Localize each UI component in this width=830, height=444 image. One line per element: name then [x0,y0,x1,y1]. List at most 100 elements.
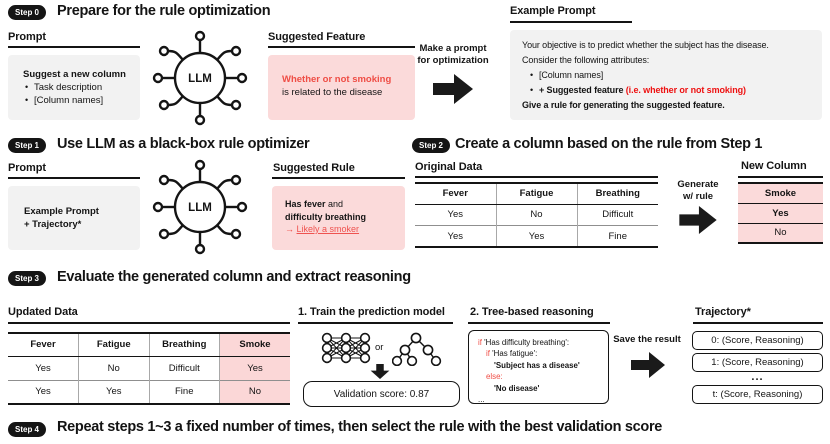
validation-score-box: Validation score: 0.87 [303,381,460,407]
trajectory-item-t: t: (Score, Reasoning) [692,385,823,404]
trajectory-item-label: 0: (Score, Reasoning) [711,335,804,346]
save-result-caption: Save the result [613,334,681,345]
table-row: Yes [738,202,823,223]
suggested-rule-bold2: difficulty breathing [285,211,366,222]
step2-title: Create a column based on the rule from S… [455,136,763,152]
updated-data-underline [8,322,290,324]
new-column-cell: No [738,222,823,243]
suggested-rule-box: Has fever and difficulty breathing → Lik… [272,186,405,250]
updated-cell: Yes [35,362,51,374]
suggested-rule-bold1: Has fever [285,199,326,209]
step0-title: Prepare for the rule optimization [57,3,271,19]
example-prompt-heading: Example Prompt [510,5,596,17]
code-line-3: 'Subject has a disease' [494,360,580,370]
suggested-rule-line3: → Likely a smoker [285,223,401,236]
new-column-heading: New Column [741,160,807,172]
right-arrow-icon [631,352,665,378]
suggested-feature-black-line: is related to the disease [282,87,383,98]
original-header-fever: Fever [415,183,496,205]
example-prompt-line1: Your objective is to predict whether the… [522,40,769,50]
table-row: Fever Fatigue Breathing [415,183,658,205]
suggested-feature-red-line: Whether or not smoking [282,74,392,85]
updated-header-fatigue: Fatigue [78,333,149,357]
updated-cell: Yes [8,379,79,404]
suggested-feature-heading: Suggested Feature [268,31,366,43]
train-model-heading: 1. Train the prediction model [298,306,445,318]
code-text: 'Has fatigue': [489,349,538,359]
step1-badge: Step 1 [8,138,47,153]
llm-hub-icon: LLM [152,159,248,255]
step1-prompt-box: Example Prompt + Trajectory* [8,186,140,250]
code-line-6: ... [478,395,485,405]
example-prompt-bullet2-red: (i.e. whether or not smoking) [623,85,746,95]
step1-prompt-line1: Example Prompt [24,206,99,217]
updated-cell: Yes [78,379,149,404]
code-text: 'Has difficulty breathing': [481,338,570,347]
original-cell: Yes [447,209,464,221]
step1-prompt-underline [8,177,140,179]
updated-cell: No [78,356,149,380]
original-cell: Yes [415,225,496,247]
trajectory-underline [693,322,823,324]
step3-title: Evaluate the generated column and extrac… [57,269,411,285]
reasoning-code-box: if 'Has difficulty breathing': if 'Has f… [468,330,609,404]
suggested-rule-underline [272,177,405,179]
tree-reasoning-heading: 2. Tree-based reasoning [470,306,594,318]
step1-prompt-line2: + Trajectory* [24,219,82,230]
make-prompt-caption: Make a prompt for optimization [398,43,508,67]
step4-badge: Step 4 [8,422,47,437]
new-column-underline [738,176,823,178]
step0-prompt-box-title: Suggest a new column [23,69,126,80]
code-line-4: else: [486,372,503,382]
step3-badge: Step 3 [8,271,47,286]
new-column-header: Smoke [738,183,823,203]
suggested-rule-line1: Has fever and [285,198,401,211]
step0-prompt-underline [8,46,140,48]
original-cell: Difficult [576,204,658,226]
validation-score-label: Validation score: 0.87 [333,388,430,400]
right-arrow-icon [433,74,473,104]
updated-cell: Fine [148,379,220,404]
step0-prompt-bullet-list: Task description [Column names] [23,81,134,107]
make-prompt-caption-line1: Make a prompt [419,43,487,54]
suggested-feature-underline [268,46,415,48]
example-prompt-underline [510,21,632,23]
updated-data-table: Fever Fatigue Breathing Smoke Yes No Dif… [8,332,290,405]
step0-prompt-bullet-1: Task description [23,81,134,94]
table-row: Yes No Difficult [415,204,658,226]
updated-header-smoke: Smoke [219,333,290,357]
step1-title: Use LLM as a black-box rule optimizer [57,136,310,152]
step0-prompt-heading: Prompt [8,31,46,43]
updated-cell: No [219,379,290,404]
generate-caption-line1: Generate [677,179,719,190]
updated-data-heading: Updated Data [8,306,78,318]
or-label: or [375,342,384,353]
table-row: No [738,222,823,243]
trajectory-item-label: 1: (Score, Reasoning) [711,357,804,368]
step0-badge: Step 0 [8,5,47,20]
new-column-cell: Yes [738,202,823,223]
original-cell: Yes [495,225,577,247]
suggested-rule-reg1: and [325,199,344,209]
original-data-heading: Original Data [415,161,483,173]
original-header-breathing: Breathing [576,183,658,205]
original-data-table: Fever Fatigue Breathing Yes No Difficult… [415,182,658,248]
code-keyword: if [486,349,490,359]
decision-tree-icon [392,332,442,366]
suggested-rule-arrow: → [285,224,297,234]
code-keyword: if [478,338,482,347]
step0-prompt-bullet-2: [Column names] [23,94,134,107]
table-row: Smoke [738,183,823,203]
table-row: Yes Yes Fine [415,225,658,247]
table-row: Fever Fatigue Breathing Smoke [8,333,290,357]
step1-prompt-heading: Prompt [8,162,46,174]
original-data-underline [415,176,658,178]
down-arrow-icon [370,364,390,379]
example-prompt-line3: Give a rule for generating the suggested… [522,100,725,110]
trajectory-item-label: t: (Score, Reasoning) [712,389,803,400]
llm-hub-icon: LLM [152,30,248,126]
example-prompt-line2: Consider the following attributes: [522,55,650,65]
code-line-1: if 'Has difficulty breathing': [478,337,603,348]
updated-cell: Yes [219,356,290,380]
